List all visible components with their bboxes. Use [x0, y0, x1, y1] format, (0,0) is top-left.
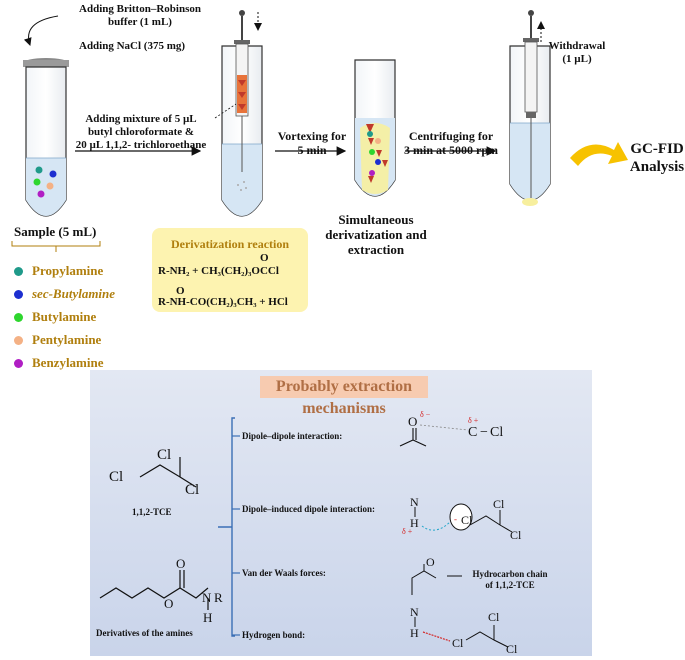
buffer-label: Adding Britton–Robinson buffer (1 mL) [70, 3, 210, 29]
carbonyl-o-1: O [260, 252, 269, 264]
hb-n: N [410, 605, 419, 619]
centrifuge-label: Centrifuging for 3 min at 5000 rpm [402, 129, 500, 157]
di-h: H [410, 516, 419, 530]
reaction-line-1: R-NH₂ + CH₃(CH₂)₃OCCl [158, 265, 279, 277]
propylamine-dot [35, 166, 43, 174]
carbonyl-o-2: O [176, 285, 185, 297]
simultaneous-label: Simultaneous derivatization and extracti… [316, 212, 436, 257]
buffer-arrow [23, 15, 59, 46]
amine-butylamine: Butylamine [14, 309, 96, 325]
tce-cl-right: Cl [185, 482, 200, 498]
deriv-r: R [214, 590, 223, 605]
delta-neg: δ − [420, 410, 431, 419]
reaction-line-2: R-NH-CO(CH₂)₃CH₃ + HCl [158, 296, 288, 308]
sec-butylamine-dot [49, 170, 57, 178]
simultaneous-line1: Simultaneous [338, 212, 414, 227]
centrifuged-tube [509, 10, 551, 206]
tce-label: 1,1,2-TCE [132, 507, 172, 517]
deriv-o-top: O [176, 556, 186, 571]
derivatization-box: Derivatization reaction O R-NH₂ + CH₃(CH… [152, 228, 308, 312]
deriv-h: H [203, 610, 213, 625]
vdw-o: O [426, 555, 435, 569]
amine-sec-butylamine: sec-Butylamine [14, 286, 115, 302]
mechanism-structures [99, 417, 513, 648]
amine-name: Butylamine [32, 309, 97, 324]
workflow-diagram [11, 10, 628, 286]
hydrocarbon-line2: of 1,1,2-TCE [485, 580, 535, 590]
vortex-label-line2: 5 min [297, 143, 327, 157]
di-cl-3: Cl [510, 528, 522, 542]
di-minus: - [454, 514, 457, 524]
tce-cl-left: Cl [109, 469, 124, 485]
simultaneous-line2: derivatization and [325, 227, 427, 242]
c-atom: C [468, 425, 478, 440]
hb-h: H [410, 626, 419, 640]
amine-pentylamine: Pentylamine [14, 332, 101, 348]
centrifuge-label-line2: 3 min at 5000 rpm [404, 143, 498, 157]
vortex-label: Vortexing for 5 min [277, 129, 347, 157]
van-der-waals-label: Van der Waals forces: [242, 568, 326, 578]
di-cl-2: Cl [493, 497, 505, 511]
amine-propylamine: Propylamine [14, 263, 103, 279]
di-cl-1: Cl [461, 513, 473, 527]
buffer-label-line2: buffer (1 mL) [108, 16, 172, 28]
buffer-label-line1: Adding Britton–Robinson [79, 3, 201, 15]
hydrogen-bond-label: Hydrogen bond: [242, 630, 306, 640]
butylamine-dot [33, 178, 41, 186]
delta-pos: δ + [468, 416, 479, 425]
withdrawal-label: Withdrawal (1 µL) [547, 40, 607, 66]
gc-label-line1: GC-FID [630, 141, 684, 157]
di-delta-pos: δ + [402, 527, 413, 536]
c-cl-bond: − [480, 425, 488, 440]
amine-name: Pentylamine [32, 332, 102, 347]
dipole-dipole-label: Dipole–dipole interaction: [242, 431, 343, 441]
mixture-label-line3: 20 µL 1,1,2- trichloroethane [75, 139, 207, 151]
hb-cl-3: Cl [506, 642, 518, 656]
syringe-tube [221, 10, 263, 217]
derivatization-title: Derivatization reaction [170, 237, 290, 251]
amine-dot [14, 335, 23, 345]
amine-dot [14, 266, 23, 276]
di-n: N [410, 495, 419, 509]
vortex-label-line1: Vortexing for [277, 129, 347, 143]
gc-label-line2: Analysis [629, 159, 685, 175]
centrifuge-label-line1: Centrifuging for [408, 129, 494, 143]
mechanism-title: Probably extraction mechanisms [260, 376, 428, 417]
mechanism-panel: Probably extraction mechanisms Cl Cl Cl … [90, 370, 592, 656]
pentylamine-dot [46, 182, 54, 190]
amine-name: sec-Butylamine [32, 286, 116, 301]
benzylamine-dot [37, 190, 45, 198]
hb-cl-1: Cl [452, 636, 464, 650]
acetone-o: O [408, 414, 418, 429]
simultaneous-line3: extraction [347, 242, 405, 257]
tce-cl-top: Cl [157, 447, 172, 463]
mixture-label-line2: butyl chloroformate & [87, 126, 195, 138]
nacl-label: Adding NaCl (375 mg) [79, 40, 186, 52]
hydrocarbon-line1: Hydrocarbon chain [472, 569, 548, 579]
deriv-n: N [202, 590, 212, 605]
amine-dot [14, 289, 23, 299]
sample-tube [23, 58, 69, 217]
dipole-induced-label: Dipole–induced dipole interaction: [242, 504, 376, 514]
amine-name: Propylamine [32, 263, 104, 278]
amine-benzylamine: Benzylamine [14, 355, 104, 371]
vortex-tube [354, 59, 396, 197]
amine-name: Benzylamine [32, 355, 104, 370]
hb-cl-2: Cl [488, 610, 500, 624]
cl-atom: Cl [490, 425, 504, 440]
mixture-pointer [214, 103, 237, 119]
mixture-label: Adding mixture of 5 µL butyl chloroforma… [70, 113, 212, 152]
sample-title: Sample (5 mL) [14, 224, 97, 239]
derivative-label: Derivatives of the amines [96, 628, 193, 638]
gc-arrow [570, 142, 628, 166]
amine-dot [14, 312, 23, 322]
withdrawal-label-line2: (1 µL) [562, 53, 592, 65]
sample-bracket [11, 241, 101, 252]
mixture-label-line1: Adding mixture of 5 µL [85, 113, 197, 125]
gc-fid-label: GC-FID Analysis [628, 140, 685, 176]
withdrawal-label-line1: Withdrawal [548, 40, 606, 52]
deriv-o-ester: O [164, 596, 174, 611]
hydrocarbon-chain-label: Hydrocarbon chain of 1,1,2-TCE [468, 569, 552, 591]
amine-dot [14, 358, 23, 368]
